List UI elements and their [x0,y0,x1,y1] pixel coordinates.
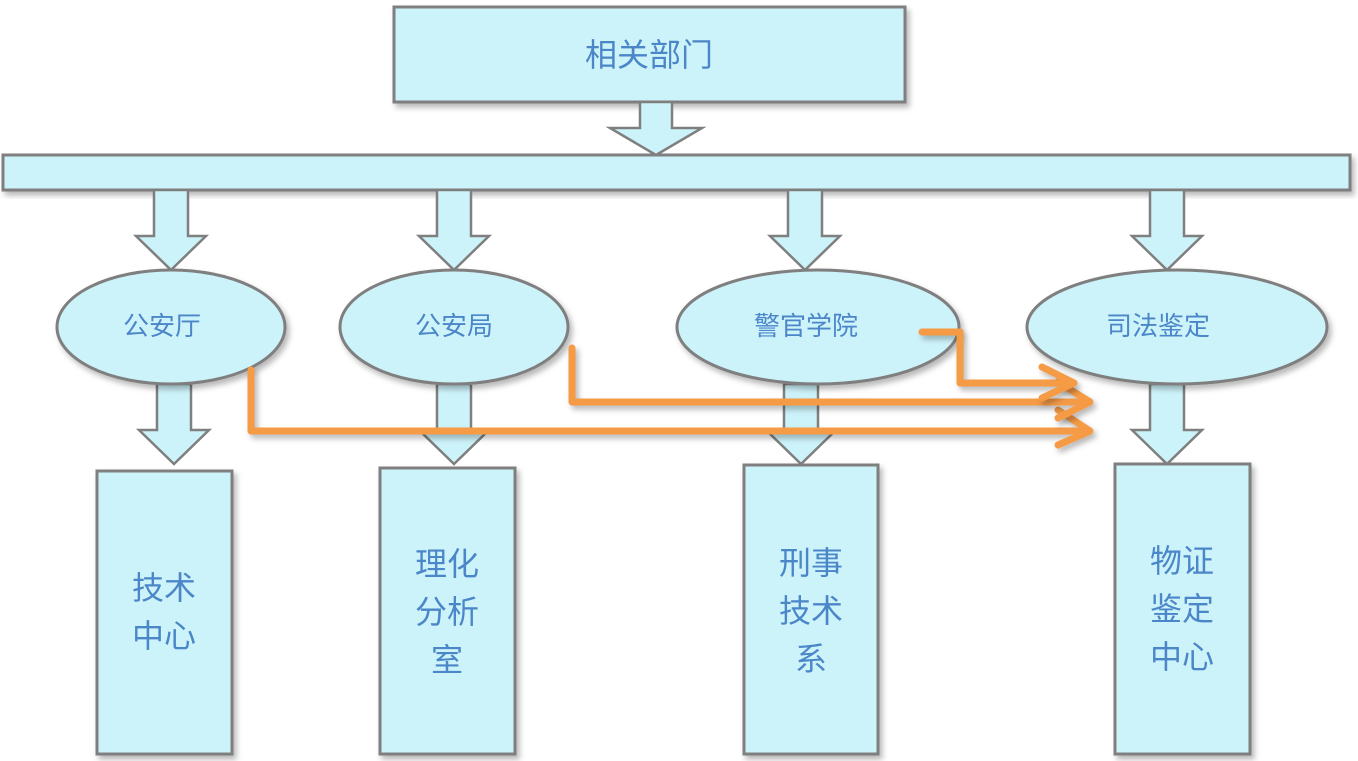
unit-4-line-3: 中心 [1150,638,1214,676]
flow-arrow-1 [247,366,1094,449]
unit-2-line-2: 分析 [415,593,479,631]
unit-4-line-2: 鉴定 [1150,590,1214,628]
unit-2-line-1: 理化 [415,545,479,583]
unit-3-line-2: 技术 [779,592,843,630]
bar-to-org-1-arrow [132,188,210,272]
top-department-label: 相关部门 [585,36,713,74]
unit-3-line-1: 刑事 [779,544,843,582]
unit-node-1: 技术 中心 [95,469,234,756]
unit-3-line-3: 系 [795,640,827,678]
unit-node-3: 刑事 技术 系 [742,463,880,756]
unit-node-2: 理化 分析 室 [378,466,517,756]
top-department-node: 相关部门 [392,5,907,104]
distribution-bar [1,153,1352,192]
org-node-4: 司法鉴定 [1025,268,1329,386]
org-node-1: 公安厅 [55,268,287,386]
flow-arrow-3 [918,328,1078,402]
bar-to-org-3-arrow [766,188,844,272]
unit-node-4: 物证 鉴定 中心 [1113,462,1252,756]
unit-2-line-3: 室 [431,641,463,679]
top-down-arrow [605,100,707,157]
unit-4-line-1: 物证 [1150,542,1214,580]
org-label-1: 公安厅 [123,312,201,342]
unit-1-line-1: 技术 [132,569,196,607]
org-label-4: 司法鉴定 [1106,312,1210,342]
unit-1-line-2: 中心 [132,617,196,655]
org-label-2: 公安局 [415,312,493,342]
org-node-3: 警官学院 [675,268,961,386]
org-3-to-unit-arrow [762,382,840,466]
org-4-to-unit-arrow [1128,382,1206,466]
org-label-3: 警官学院 [754,312,858,342]
org-1-to-unit-arrow [135,382,213,466]
bar-to-org-2-arrow [415,188,493,272]
org-node-2: 公安局 [338,268,570,386]
bar-to-org-4-arrow [1128,188,1206,272]
org-2-to-unit-arrow [415,382,493,466]
